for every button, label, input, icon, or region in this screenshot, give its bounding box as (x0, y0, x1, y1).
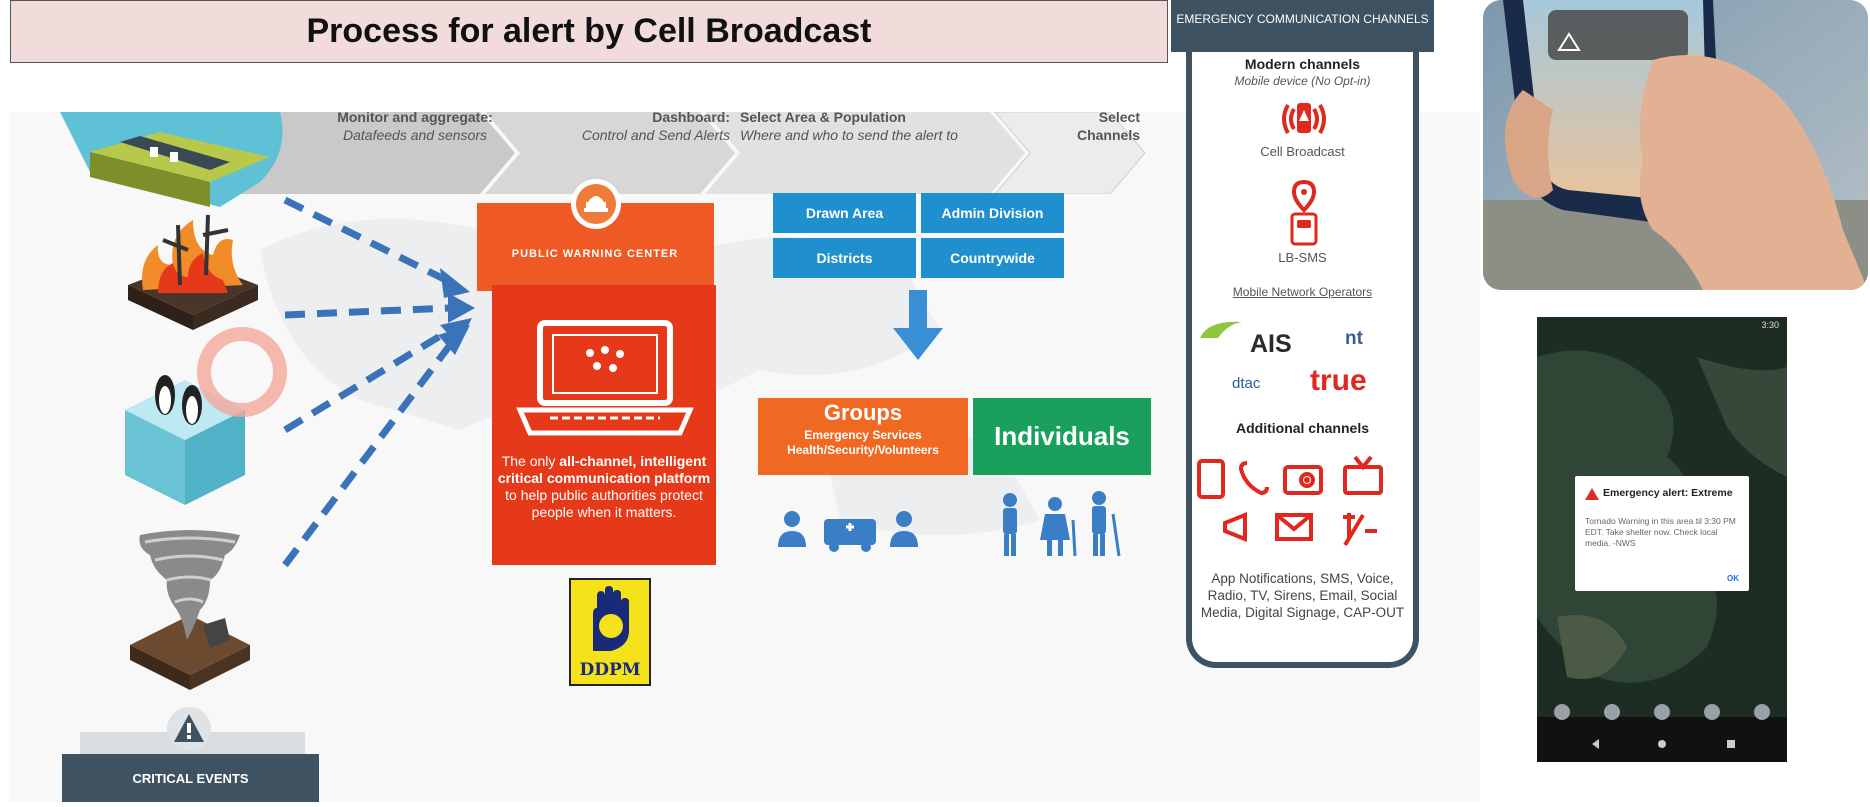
operator-nt: nt (1345, 328, 1363, 349)
dashed-arrows (282, 196, 475, 568)
channels-panel-title: EMERGENCY COMMUNICATION CHANNELS (1176, 12, 1429, 26)
flow-step-monitor: Monitor and aggregate:Datafeeds and sens… (337, 109, 493, 143)
tornado-icon (130, 530, 250, 690)
target-circle-icon (197, 327, 287, 417)
operator-true: true (1310, 364, 1367, 397)
lb-sms-label: LB-SMS (1278, 250, 1327, 265)
alert-body: Tornado Warning in this area til 3:30 PM… (1585, 516, 1736, 548)
page-title: Process for alert by Cell Broadcast (306, 12, 872, 50)
people-family-icons (1003, 491, 1121, 557)
area-button-drawn-area[interactable]: Drawn Area (773, 193, 916, 233)
operator-ais: AIS (1250, 330, 1292, 358)
status-bar-time: 3:30 (1761, 320, 1779, 330)
area-button-countrywide[interactable]: Countrywide (921, 238, 1064, 278)
cell-broadcast-icon (1282, 103, 1326, 134)
additional-channel-icons (1197, 455, 1383, 547)
warning-center-title: PUBLIC WARNING CENTER (511, 248, 679, 260)
alert-dialog: Emergency alert: Extreme Tornado Warning… (1575, 476, 1749, 591)
emergency-services-icons (778, 511, 918, 552)
government-building-icon (571, 179, 621, 229)
arrow-down-icon (893, 290, 943, 360)
phone-in-hand-photo (1483, 0, 1868, 290)
alert-warning-icon (1585, 488, 1599, 500)
cell-broadcast-label: Cell Broadcast (1260, 144, 1345, 159)
additional-channels-title: Additional channels (1235, 420, 1369, 436)
modern-channels-title: Modern channels (1244, 56, 1361, 72)
wildfire-icon (128, 214, 258, 330)
alert-ok-button[interactable]: OK (1727, 574, 1739, 583)
warning-triangle-icon (167, 707, 211, 751)
critical-events-label: CRITICAL EVENTS (62, 754, 319, 802)
ddpm-hand-emblem-icon (593, 586, 629, 651)
warning-center-description: The only all-channel, intelligent critic… (497, 453, 711, 520)
title-box (10, 0, 1168, 63)
channels-panel-header (1171, 0, 1434, 52)
flow-arrow-bar (230, 112, 1146, 194)
area-button-admin-division[interactable]: Admin Division (921, 193, 1064, 233)
groups-title: Groups (823, 400, 903, 425)
area-button-districts[interactable]: Districts (773, 238, 916, 278)
modern-channels-subtitle: Mobile device (No Opt-in) (1234, 74, 1371, 88)
individuals-box: Individuals (973, 398, 1151, 475)
groups-box (758, 398, 968, 475)
ais-leaf-icon (1200, 321, 1242, 338)
operator-dtac: dtac (1232, 375, 1261, 392)
ddpm-logo-text: DDPM (579, 660, 641, 680)
ddpm-logo: DDPM (569, 578, 651, 686)
alert-title: Emergency alert: Extreme (1603, 487, 1733, 499)
warning-center-body (492, 285, 716, 565)
additional-channels-desc: App Notifications, SMS, Voice, Radio, TV… (1200, 571, 1405, 620)
mno-title: Mobile Network Operators (1232, 285, 1373, 299)
flow-step-dashboard: Dashboard:Control and Send Alerts (581, 109, 730, 143)
flood-icon (60, 112, 283, 207)
lb-sms-icon (1290, 180, 1318, 246)
laptop-icon (516, 320, 694, 436)
groups-subtitle: Emergency Services Health/Security/Volun… (787, 428, 939, 457)
